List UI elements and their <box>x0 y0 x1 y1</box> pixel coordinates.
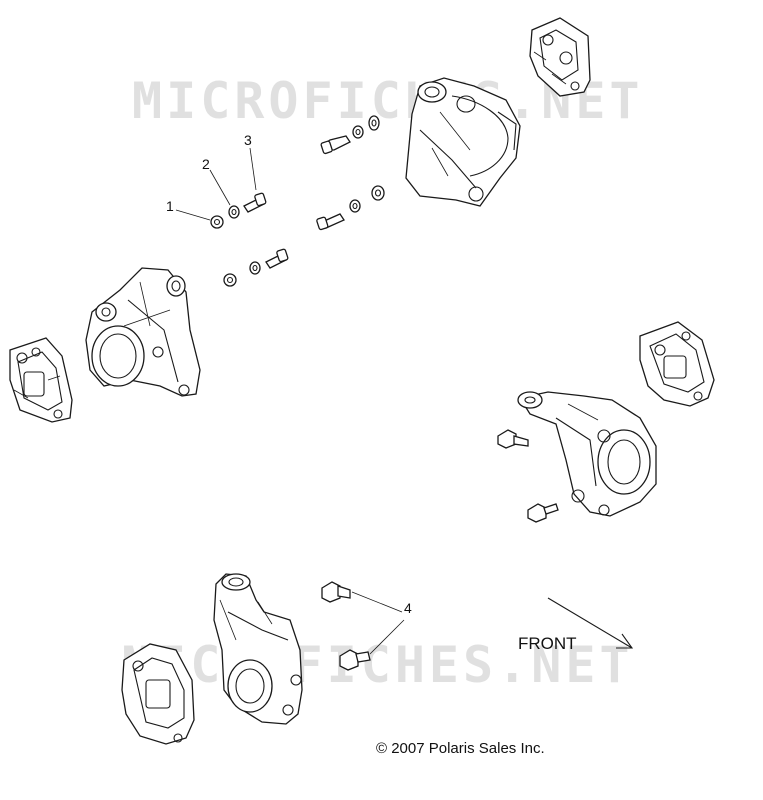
callout-4: 4 <box>404 600 412 616</box>
bolt-right-upper <box>497 429 529 449</box>
front-direction-arrow <box>547 597 634 649</box>
knuckle-lower <box>213 573 303 725</box>
copyright-notice: © 2007 Polaris Sales Inc. <box>376 740 545 757</box>
callout-2: 2 <box>202 156 210 172</box>
hardware-row-lower <box>223 248 289 287</box>
hub-carrier-top-right <box>405 77 521 207</box>
hardware-row-middle <box>316 185 385 231</box>
watermark-bottom: MICROFICHES.NET <box>122 636 634 694</box>
caliper-top-right <box>529 17 591 97</box>
bolt-lower-lower <box>339 649 371 671</box>
caliper-lower <box>121 643 195 745</box>
callout-1: 1 <box>166 198 174 214</box>
front-label: FRONT <box>518 634 577 653</box>
hub-carrier-left <box>85 267 201 397</box>
hardware-row-upper <box>320 115 380 155</box>
hardware-row-callout <box>210 192 267 229</box>
knuckle-right <box>517 391 657 517</box>
callout-3: 3 <box>244 132 252 148</box>
bolt-right-lower <box>527 503 559 523</box>
caliper-left <box>9 337 73 423</box>
caliper-right <box>639 321 715 407</box>
bolt-lower-upper <box>321 581 351 603</box>
